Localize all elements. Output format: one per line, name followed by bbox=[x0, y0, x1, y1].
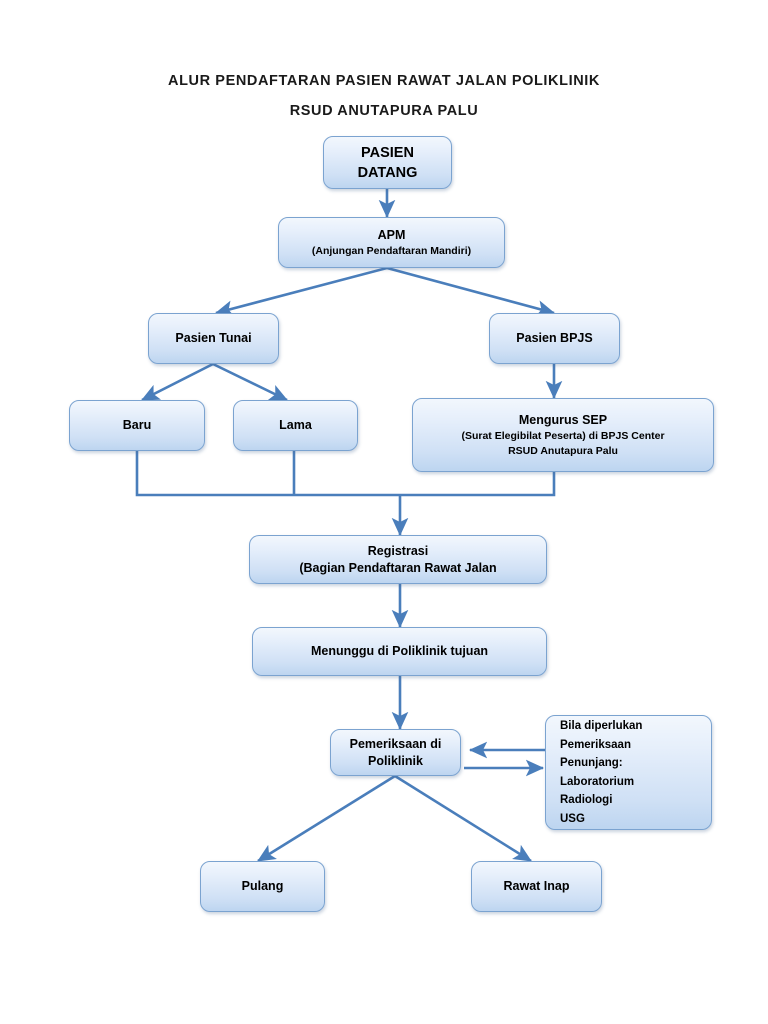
node-registrasi-line-1: Registrasi bbox=[367, 543, 429, 558]
node-pasien-bpjs[interactable]: Pasien BPJS bbox=[489, 313, 620, 364]
connector-apm-to-pasien-tunai bbox=[214, 266, 388, 317]
node-pemeriksaan-line-2: Poliklinik bbox=[368, 753, 423, 768]
node-mengurus-sep-line-1: Mengurus SEP bbox=[518, 413, 608, 427]
node-pasien-datang-line-1: PASIEN bbox=[361, 144, 414, 161]
node-lama[interactable]: Lama bbox=[233, 400, 358, 451]
page-title: ALUR PENDAFTARAN PASIEN RAWAT JALAN POLI… bbox=[0, 66, 768, 126]
node-penunjang-line-4: Laboratorium bbox=[560, 775, 635, 788]
title-line-1: ALUR PENDAFTARAN PASIEN RAWAT JALAN POLI… bbox=[168, 73, 600, 89]
connector-pemeriksaan-to-pulang bbox=[257, 774, 396, 863]
node-pasien-datang-line-2: DATANG bbox=[357, 164, 418, 181]
node-apm-line-2: (Anjungan Pendaftaran Mandiri) bbox=[311, 245, 472, 257]
node-penunjang-line-1: Bila diperlukan bbox=[560, 720, 643, 732]
node-menunggu-label: Menunggu di Poliklinik tujuan bbox=[310, 644, 489, 658]
node-apm-line-1: APM bbox=[377, 228, 406, 242]
node-pasien-datang[interactable]: PASIEN DATANG bbox=[323, 136, 452, 189]
connector-pemeriksaan-to-rawat-inap bbox=[394, 774, 532, 863]
node-penunjang-line-3: Penunjang: bbox=[560, 757, 623, 769]
connector-pasien-tunai-to-lama bbox=[212, 362, 288, 402]
node-penunjang-line-5: Radiologi bbox=[560, 794, 613, 806]
node-apm[interactable]: APM (Anjungan Pendaftaran Mandiri) bbox=[278, 217, 505, 268]
node-baru-label: Baru bbox=[122, 418, 152, 432]
node-rawat-inap-label: Rawat Inap bbox=[503, 879, 570, 893]
node-penunjang-line-2: Pemeriksaan bbox=[560, 738, 631, 751]
connector-baru-to-merge bbox=[135, 451, 400, 497]
node-menunggu-di-poliklinik[interactable]: Menunggu di Poliklinik tujuan bbox=[252, 627, 547, 676]
connector-mengurus-sep-to-merge bbox=[400, 472, 556, 497]
node-rawat-inap[interactable]: Rawat Inap bbox=[471, 861, 602, 912]
node-mengurus-sep[interactable]: Mengurus SEP (Surat Elegibilat Peserta) … bbox=[412, 398, 714, 472]
node-pemeriksaan-penunjang[interactable]: Bila diperlukan Pemeriksaan Penunjang: L… bbox=[545, 715, 712, 830]
connector-apm-to-pasien-bpjs bbox=[386, 266, 556, 317]
title-line-2: RSUD ANUTAPURA PALU bbox=[289, 103, 479, 119]
node-pasien-tunai[interactable]: Pasien Tunai bbox=[148, 313, 279, 364]
node-pasien-tunai-label: Pasien Tunai bbox=[175, 331, 252, 345]
node-pasien-bpjs-label: Pasien BPJS bbox=[516, 331, 593, 345]
node-registrasi-line-2: (Bagian Pendaftaran Rawat Jalan bbox=[299, 560, 497, 575]
connector-pasien-tunai-to-baru bbox=[141, 362, 214, 402]
node-mengurus-sep-line-2: (Surat Elegibilat Peserta) di BPJS Cente… bbox=[461, 430, 665, 442]
node-baru[interactable]: Baru bbox=[69, 400, 205, 451]
node-mengurus-sep-line-3: RSUD Anutapura Palu bbox=[508, 445, 618, 457]
node-pulang[interactable]: Pulang bbox=[200, 861, 325, 912]
node-pemeriksaan-di-poliklinik[interactable]: Pemeriksaan di Poliklinik bbox=[330, 729, 461, 776]
node-registrasi[interactable]: Registrasi (Bagian Pendaftaran Rawat Jal… bbox=[249, 535, 547, 584]
node-lama-label: Lama bbox=[279, 418, 312, 432]
node-penunjang-line-6: USG bbox=[560, 812, 585, 825]
node-pemeriksaan-line-1: Pemeriksaan di bbox=[349, 736, 442, 751]
node-pulang-label: Pulang bbox=[241, 879, 284, 893]
